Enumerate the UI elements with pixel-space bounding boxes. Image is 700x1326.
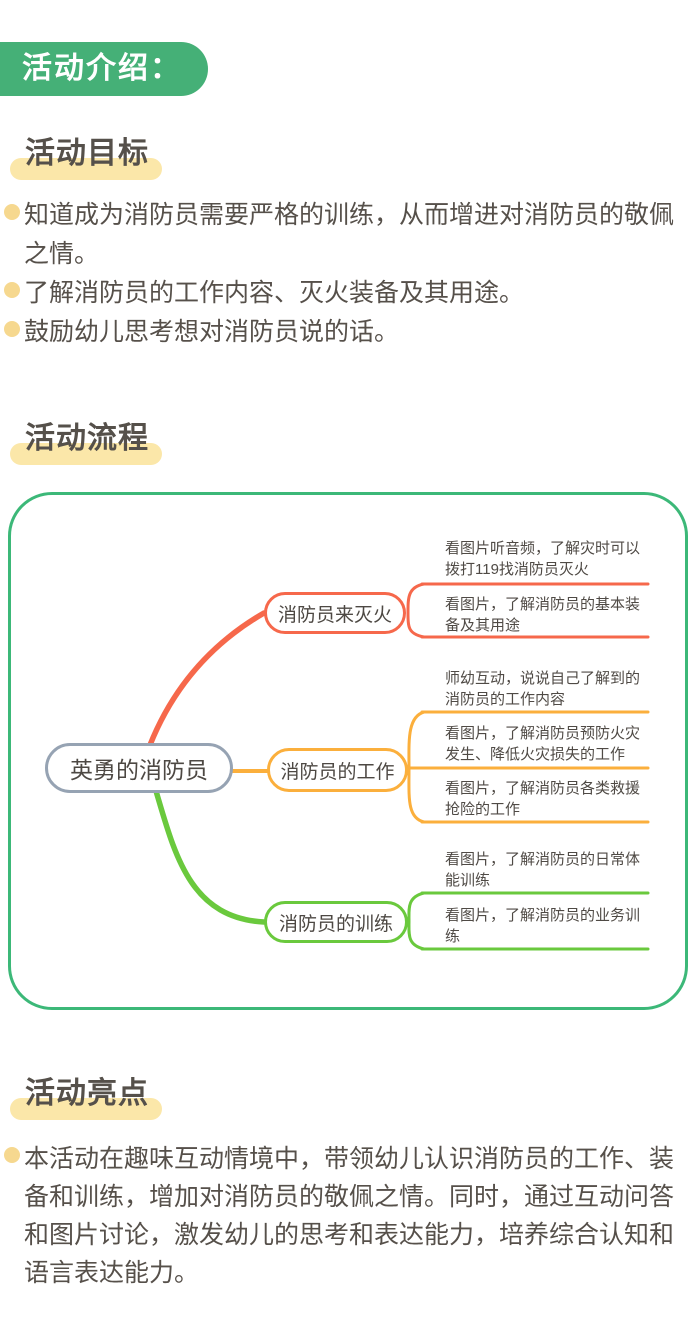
mindmap-subtopic: 看图片听音频，了解灾时可以拨打119找消防员灭火 xyxy=(445,540,641,578)
bullet-dot-icon xyxy=(4,282,20,298)
mindmap-subtopic: 看图片，了解消防员预防火灾发生、降低火灾损失的工作 xyxy=(445,725,641,763)
list-item: 本活动在趣味互动情境中，带领幼儿认识消防员的工作、装备和训练，增加对消防员的敬佩… xyxy=(0,1140,690,1292)
list-item: 知道成为消防员需要严格的训练，从而增进对消防员的敬佩之情。 xyxy=(0,196,686,274)
mindmap-subtopic: 看图片，了解消防员的基本装备及其用途 xyxy=(445,596,641,634)
mindmap-root-node: 英勇的消防员 xyxy=(45,743,233,793)
flow-heading-text: 活动流程 xyxy=(25,422,149,455)
goal-item-text: 知道成为消防员需要严格的训练，从而增进对消防员的敬佩之情。 xyxy=(24,201,675,268)
mindmap-subtopic: 看图片，了解消防员的业务训练 xyxy=(445,907,641,945)
mindmap-node-work: 消防员的工作 xyxy=(267,748,408,792)
goal-item-text: 鼓励幼儿思考想对消防员说的话。 xyxy=(24,318,400,346)
flow-heading: 活动流程 xyxy=(10,421,162,465)
mindmap-node-extinguish: 消防员来灭火 xyxy=(264,592,406,634)
bullet-dot-icon xyxy=(4,1147,20,1163)
highlights-list: 本活动在趣味互动情境中，带领幼儿认识消防员的工作、装备和训练，增加对消防员的敬佩… xyxy=(0,1140,686,1292)
flow-heading-highlight xyxy=(10,443,162,465)
goals-list: 知道成为消防员需要严格的训练，从而增进对消防员的敬佩之情。 了解消防员的工作内容… xyxy=(0,196,686,352)
intro-badge: 活动介绍： xyxy=(0,42,208,96)
mindmap-subtopic: 看图片，了解消防员各类救援抢险的工作 xyxy=(445,780,641,818)
mindmap-node-training: 消防员的训练 xyxy=(264,901,408,943)
list-item: 鼓励幼儿思考想对消防员说的话。 xyxy=(0,313,686,352)
goals-heading-text: 活动目标 xyxy=(25,137,149,170)
highlight-item-text: 本活动在趣味互动情境中，带领幼儿认识消防员的工作、装备和训练，增加对消防员的敬佩… xyxy=(24,1145,675,1287)
goal-item-text: 了解消防员的工作内容、灭火装备及其用途。 xyxy=(24,279,525,307)
highlights-heading: 活动亮点 xyxy=(10,1076,162,1120)
bullet-dot-icon xyxy=(4,204,20,220)
highlights-heading-text: 活动亮点 xyxy=(25,1077,149,1110)
list-item: 了解消防员的工作内容、灭火装备及其用途。 xyxy=(0,274,686,313)
bullet-dot-icon xyxy=(4,321,20,337)
goals-heading: 活动目标 xyxy=(10,136,162,180)
highlights-heading-highlight xyxy=(10,1098,162,1120)
goals-heading-highlight xyxy=(10,158,162,180)
mindmap-subtopic: 看图片，了解消防员的日常体能训练 xyxy=(445,851,641,889)
mindmap-subtopic: 师幼互动，说说自己了解到的消防员的工作内容 xyxy=(445,670,641,708)
